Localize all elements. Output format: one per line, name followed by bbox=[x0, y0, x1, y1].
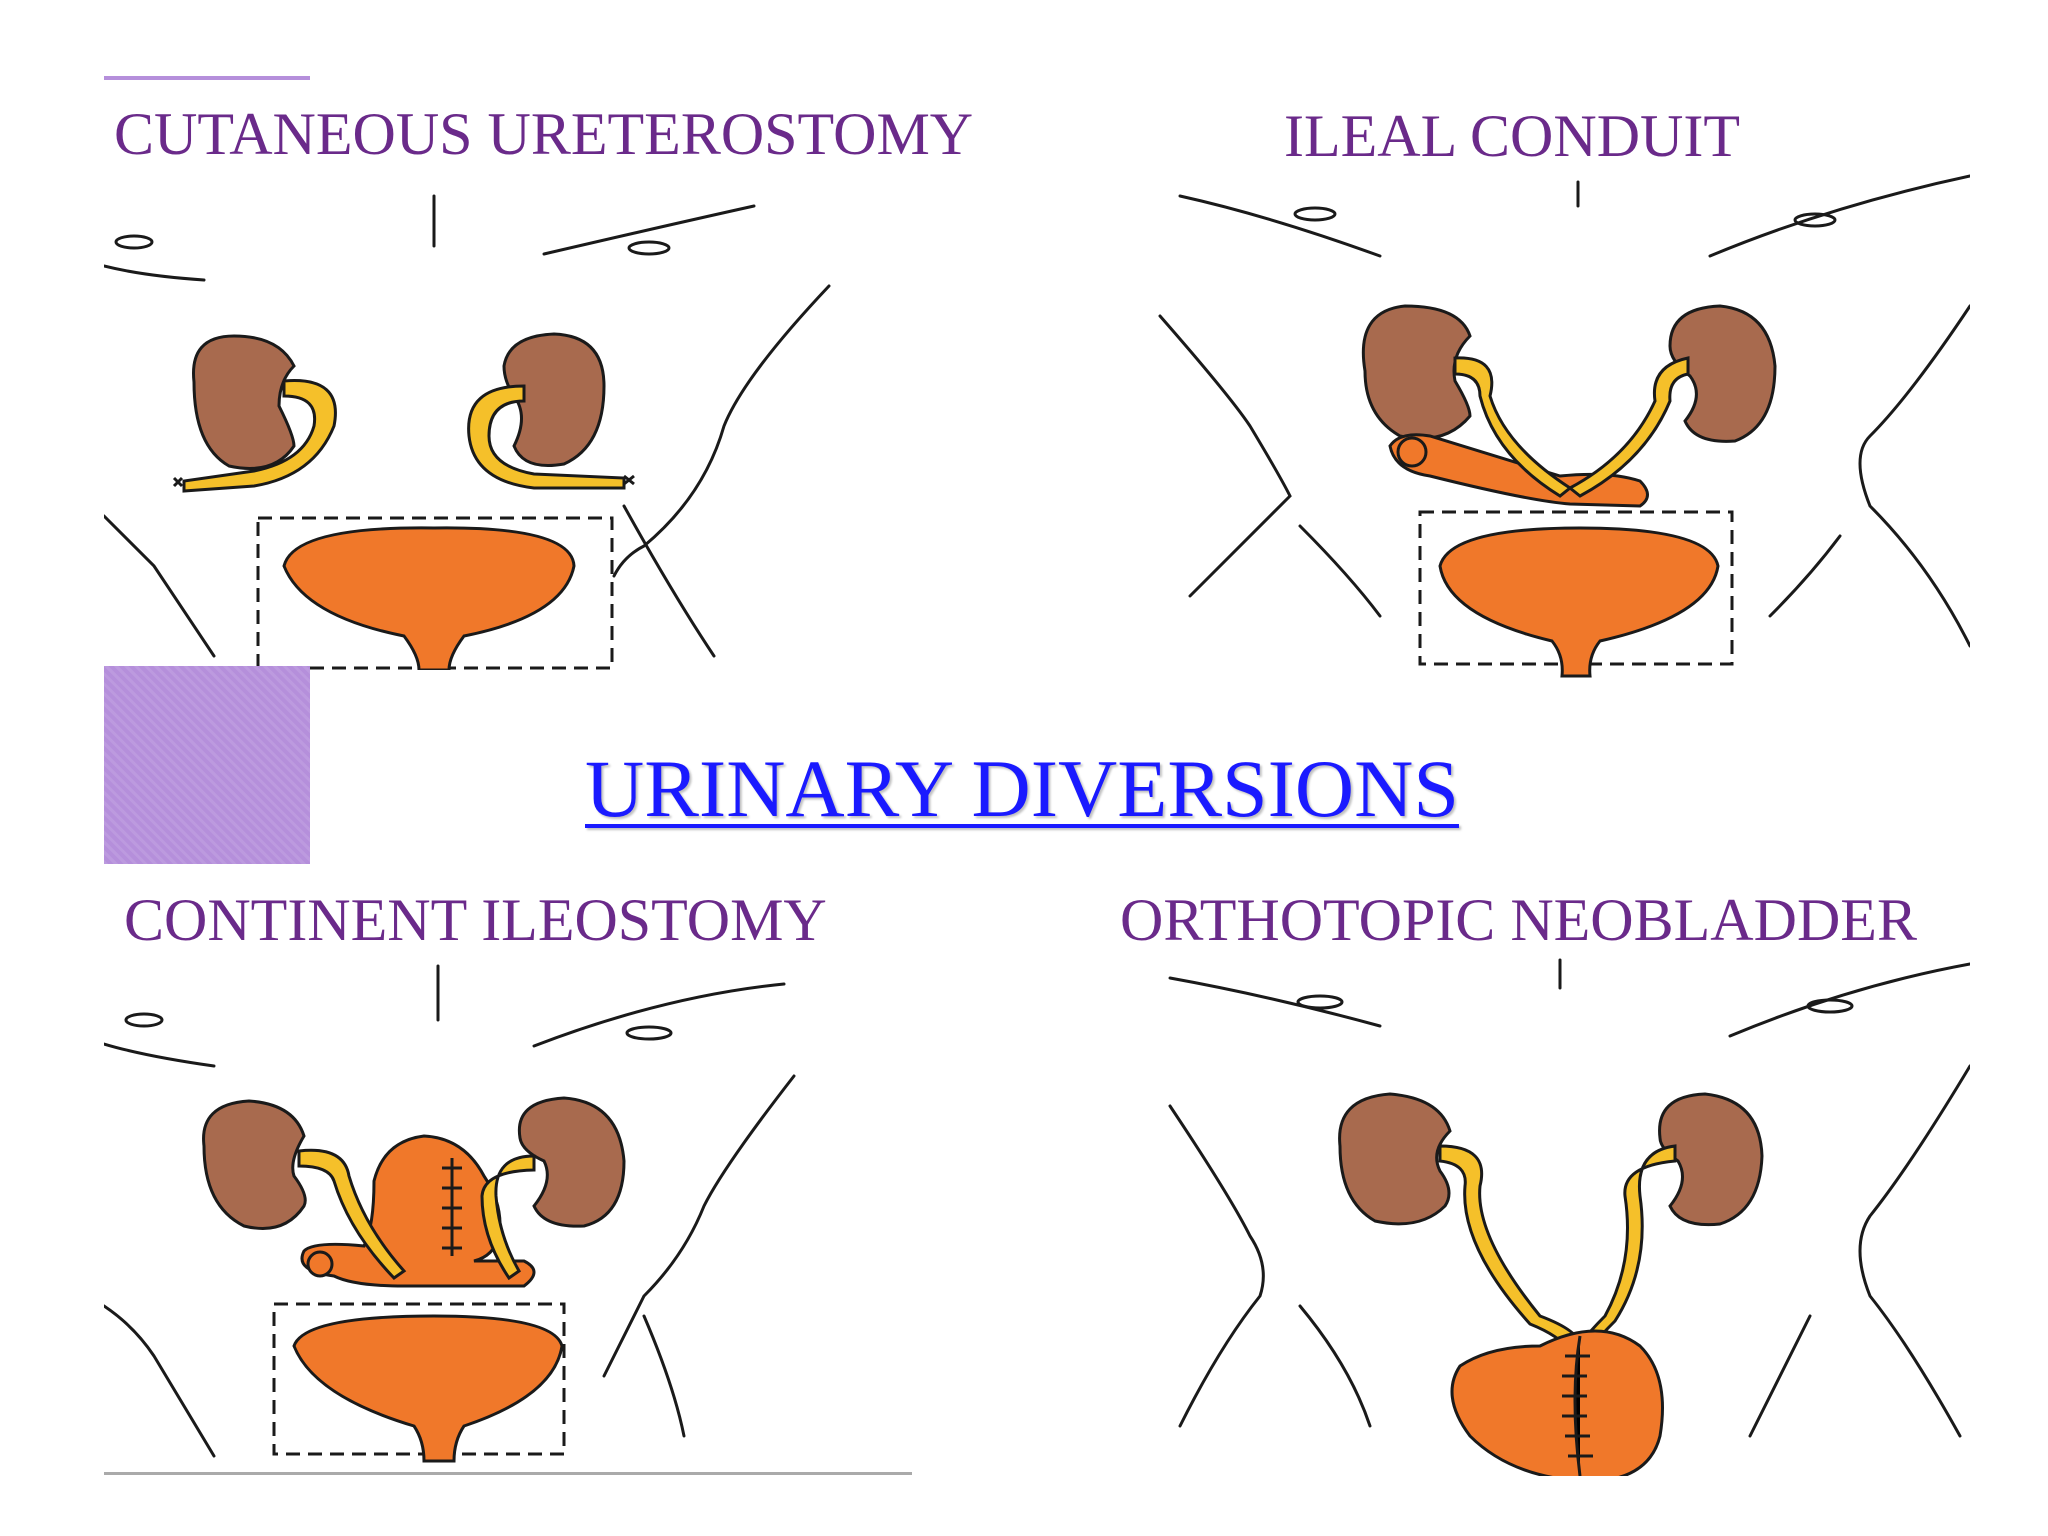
panel-continent-ileostomy: CONTINENT ILEOSTOMY bbox=[104, 876, 914, 1476]
left-kidney bbox=[1338, 1092, 1452, 1226]
continent-pouch bbox=[300, 1134, 536, 1288]
right-navel-mark bbox=[1806, 998, 1854, 1014]
right-thigh-line bbox=[622, 504, 716, 658]
left-stoma-mark bbox=[172, 476, 184, 488]
right-thigh-line bbox=[642, 1314, 686, 1438]
left-ureter bbox=[1438, 1144, 1582, 1353]
left-kidney bbox=[192, 334, 296, 470]
left-groin-line bbox=[1178, 194, 1382, 258]
stoma bbox=[1396, 436, 1428, 468]
decorative-purple-block bbox=[104, 666, 310, 864]
right-ureter bbox=[480, 1154, 536, 1281]
left-navel-mark bbox=[1296, 994, 1344, 1010]
cutaneous-ureterostomy-illustration bbox=[104, 194, 831, 670]
right-thigh-line bbox=[1768, 534, 1842, 618]
right-groin-line bbox=[1728, 962, 1970, 1038]
right-kidney bbox=[1658, 1092, 1764, 1227]
right-thigh-line bbox=[1748, 1314, 1812, 1438]
left-groin-line bbox=[1168, 976, 1382, 1028]
ileal-conduit-illustration bbox=[1158, 174, 1970, 678]
right-flank-line bbox=[1858, 1064, 1970, 1438]
panel-label: ILEAL CONDUIT bbox=[1284, 103, 1741, 169]
left-kidney bbox=[1361, 304, 1472, 440]
right-groin-line bbox=[532, 982, 786, 1048]
neobladder bbox=[1450, 1329, 1664, 1476]
bladder bbox=[282, 526, 576, 670]
left-flank-line bbox=[1168, 1104, 1265, 1428]
panel-label: ORTHOTOPIC NEOBLADDER bbox=[1120, 887, 1917, 953]
left-flank-line bbox=[104, 1304, 216, 1458]
right-groin-line bbox=[1708, 174, 1970, 258]
left-flank-line bbox=[104, 514, 216, 658]
pouch-suture-line bbox=[442, 1158, 462, 1256]
bladder-region-box bbox=[256, 516, 614, 670]
accent-line bbox=[104, 76, 310, 80]
right-kidney bbox=[517, 1096, 626, 1228]
bladder-region-box bbox=[272, 1302, 566, 1456]
left-navel-mark bbox=[1293, 206, 1337, 222]
panel-orthotopic-neobladder: ORTHOTOPIC NEOBLADDER bbox=[1110, 876, 1970, 1476]
left-flank-line bbox=[1158, 314, 1292, 598]
left-ureter bbox=[182, 379, 337, 493]
left-groin-line bbox=[104, 264, 206, 282]
left-groin-line bbox=[104, 1042, 216, 1068]
panel-ileal-conduit: ILEAL CONDUIT bbox=[1150, 96, 1970, 686]
left-thigh-line bbox=[1298, 524, 1382, 618]
bladder bbox=[292, 1314, 564, 1463]
panel-cutaneous-ureterostomy: CUTANEOUS URETEROSTOMY bbox=[104, 96, 973, 670]
right-navel-mark bbox=[625, 1025, 673, 1041]
left-navel-mark bbox=[114, 234, 154, 250]
neobladder-suture-line bbox=[1562, 1335, 1593, 1476]
right-navel-mark bbox=[1793, 212, 1837, 228]
right-groin-line bbox=[542, 204, 756, 256]
bladder bbox=[1438, 526, 1720, 678]
bottom-rule bbox=[104, 1472, 912, 1475]
panel-label: CONTINENT ILEOSTOMY bbox=[124, 887, 827, 953]
orthotopic-neobladder-illustration bbox=[1168, 958, 1970, 1476]
left-ureter bbox=[297, 1148, 407, 1280]
left-thigh-line bbox=[1298, 1304, 1372, 1428]
right-kidney bbox=[1668, 304, 1777, 443]
right-flank-line bbox=[1858, 304, 1970, 648]
left-ureter bbox=[1453, 356, 1573, 498]
left-kidney bbox=[202, 1099, 307, 1230]
right-ureter bbox=[1567, 356, 1690, 498]
main-title: URINARY DIVERSIONS bbox=[585, 743, 1459, 834]
right-stoma-mark bbox=[623, 474, 635, 486]
right-navel-mark bbox=[627, 240, 671, 256]
left-navel-mark bbox=[124, 1012, 164, 1028]
right-ureter bbox=[1577, 1144, 1677, 1350]
stoma bbox=[306, 1250, 334, 1278]
panel-label: CUTANEOUS URETEROSTOMY bbox=[114, 101, 974, 167]
right-flank-line bbox=[612, 284, 831, 578]
continent-ileostomy-illustration bbox=[104, 964, 796, 1463]
right-flank-line bbox=[602, 1074, 796, 1378]
right-ureter bbox=[467, 384, 626, 490]
